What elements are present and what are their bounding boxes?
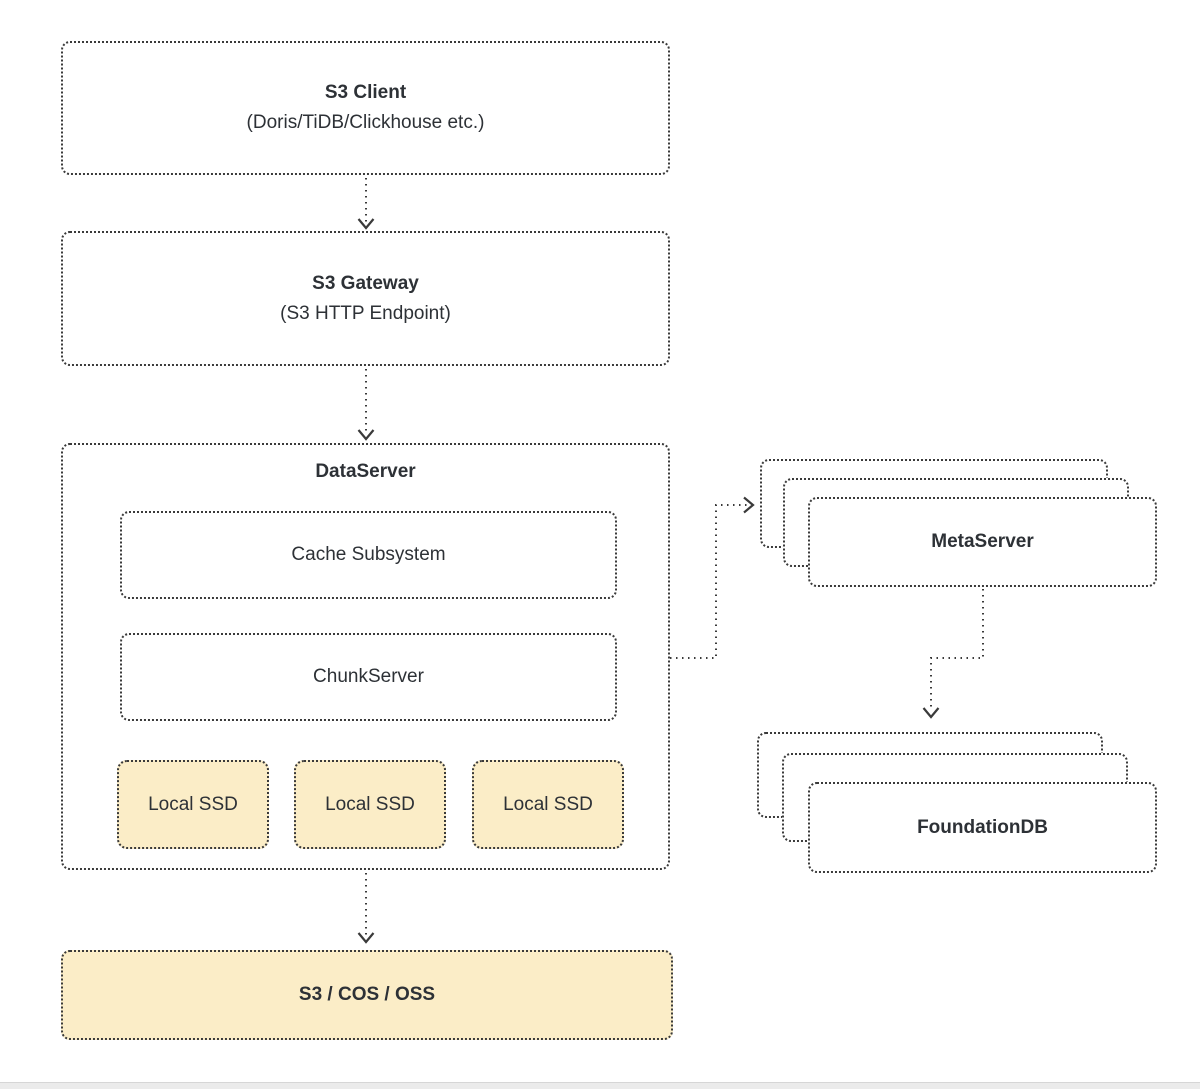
local-ssd-node-2: Local SSD (294, 760, 446, 849)
arrow-metaserver-to-foundationdb (922, 589, 984, 719)
local-ssd-node-3: Local SSD (472, 760, 624, 849)
s3-client-subtitle: (Doris/TiDB/Clickhouse etc.) (246, 112, 485, 133)
chunkserver-label: ChunkServer (313, 666, 424, 687)
metaserver-node: MetaServer (808, 497, 1157, 587)
arrow-client-to-gateway (357, 178, 375, 230)
local-ssd-label: Local SSD (148, 793, 238, 815)
arrow-dataserver-to-object-storage (357, 873, 375, 944)
s3-client-title: S3 Client (324, 82, 407, 103)
metaserver-label: MetaServer (931, 531, 1034, 552)
arrow-gateway-to-dataserver (357, 369, 375, 441)
s3-gateway-node: S3 Gateway (S3 HTTP Endpoint) (61, 231, 670, 366)
dataserver-node: DataServer Cache Subsystem ChunkServer L… (61, 443, 670, 870)
local-ssd-node-1: Local SSD (117, 760, 269, 849)
s3-gateway-title: S3 Gateway (312, 272, 419, 294)
foundationdb-node: FoundationDB (808, 782, 1157, 873)
s3-client-node: S3 Client (Doris/TiDB/Clickhouse etc.) (61, 41, 670, 175)
dataserver-title: DataServer (315, 461, 416, 482)
arrow-dataserver-to-metaserver (670, 496, 755, 659)
local-ssd-label: Local SSD (325, 793, 415, 815)
s3-gateway-subtitle: (S3 HTTP Endpoint) (280, 302, 451, 324)
page-bottom-strip (0, 1082, 1200, 1089)
chunkserver-node: ChunkServer (120, 633, 617, 721)
s3-cos-oss-label: S3 / COS / OSS (298, 984, 436, 1005)
s3-cos-oss-node: S3 / COS / OSS (61, 950, 673, 1040)
cache-subsystem-label: Cache Subsystem (291, 544, 446, 565)
foundationdb-label: FoundationDB (917, 816, 1048, 838)
local-ssd-label: Local SSD (503, 793, 593, 815)
cache-subsystem-node: Cache Subsystem (120, 511, 617, 599)
